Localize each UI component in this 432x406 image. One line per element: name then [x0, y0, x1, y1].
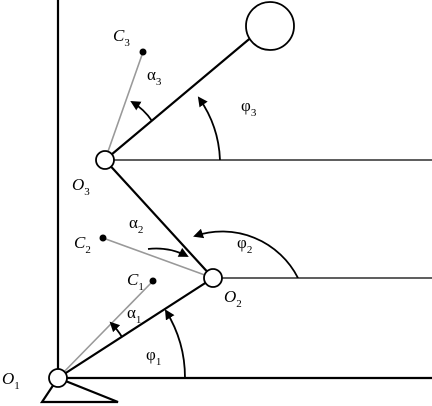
link-2-mass-line [102, 237, 214, 279]
label-alpha1: α1 [127, 303, 141, 326]
mass-point-c3 [139, 48, 147, 56]
label-o3: O3 [72, 175, 90, 198]
link-3 [104, 29, 261, 161]
mass-point-c2 [99, 234, 107, 242]
link-1 [57, 277, 214, 379]
label-alpha2: α2 [129, 213, 143, 236]
label-c2: C2 [74, 233, 91, 256]
label-alpha3: α3 [147, 65, 162, 88]
label-phi2: φ2 [237, 233, 252, 256]
label-phi3: φ3 [241, 96, 257, 119]
end-effector-circle [245, 1, 295, 51]
link-2 [104, 159, 214, 279]
link-3-mass-line [104, 51, 144, 161]
label-c1: C1 [127, 270, 144, 293]
mass-point-c1 [149, 277, 157, 285]
phi1-arc [164, 309, 186, 379]
phi2-arc [193, 228, 299, 279]
joint-o3 [95, 150, 115, 170]
joint-o2 [203, 268, 223, 288]
alpha1-arc [109, 321, 123, 338]
label-c3: C3 [113, 26, 130, 49]
link-1-mass-line [57, 280, 154, 379]
alpha3-arc [130, 100, 153, 122]
alpha2-arc [147, 247, 189, 257]
ground-support [39, 376, 119, 404]
phi3-arc [197, 96, 221, 161]
label-o2: O2 [224, 287, 242, 310]
joint-o1 [48, 368, 68, 388]
label-phi1: φ1 [146, 345, 161, 368]
label-o1: O1 [2, 369, 20, 392]
